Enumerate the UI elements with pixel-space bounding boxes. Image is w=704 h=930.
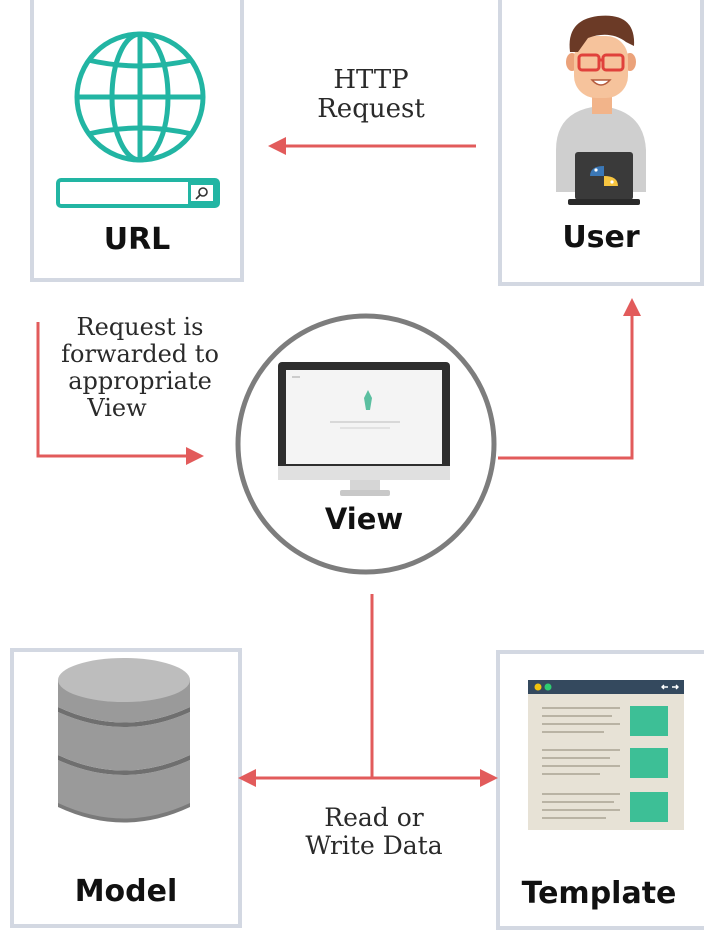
arrow-view-to-user <box>498 298 641 460</box>
browser-window-icon <box>528 680 684 830</box>
database-icon <box>58 658 190 823</box>
forwarded-line2: forwarded to <box>61 339 219 368</box>
arrow-url-to-view <box>36 322 204 465</box>
monitor-icon <box>278 362 450 496</box>
read-write-line2: Write Data <box>305 831 443 860</box>
view-label: View <box>324 502 404 536</box>
arrow-user-to-url <box>268 137 476 155</box>
arrow-view-to-model-template <box>238 594 498 787</box>
read-write-line1: Read or <box>324 803 424 832</box>
user-label: User <box>562 220 640 255</box>
http-request-line1: HTTP <box>333 65 409 95</box>
forwarded-label: Request is forwarded to appropriate View <box>42 314 238 422</box>
template-label: Template <box>521 876 677 911</box>
url-card: URL <box>30 0 244 282</box>
read-write-label: Read or Write Data <box>274 804 474 860</box>
forwarded-line3: appropriate <box>68 366 212 395</box>
model-label: Model <box>74 874 178 909</box>
forwarded-line1: Request is <box>76 313 204 341</box>
http-request-line2: Request <box>317 94 425 125</box>
search-bar-icon <box>56 178 220 208</box>
url-label: URL <box>103 222 171 257</box>
forwarded-line4: View <box>87 393 147 422</box>
globe-icon <box>74 31 206 163</box>
http-request-label: HTTP Request <box>296 65 446 125</box>
user-avatar-icon <box>556 15 646 205</box>
